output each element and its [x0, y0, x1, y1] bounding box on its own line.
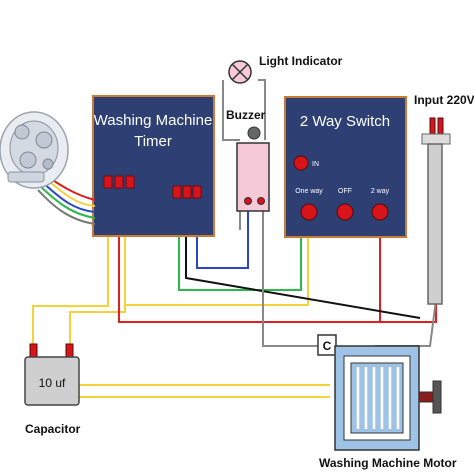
timer-box: Washing Machine Timer: [92, 95, 215, 237]
timer-mechanism-image: [0, 111, 96, 225]
switch-oneway-terminal[interactable]: [300, 203, 318, 221]
input-plug: Input 220V A: [414, 93, 474, 305]
switch-off-label: OFF: [338, 188, 352, 195]
wire-yellow-switch-oneway: [125, 220, 309, 306]
capacitor-terminal[interactable]: [29, 343, 38, 358]
wire-grey-buzzer-down: [262, 210, 320, 347]
buzzer-terminal[interactable]: [257, 197, 265, 205]
switch-in-label: IN: [312, 161, 319, 168]
switch-title: 2 Way Switch: [300, 113, 390, 130]
input-label: Input 220V A: [414, 93, 474, 107]
motor: C Washing Machine Motor: [317, 334, 457, 470]
switch-in-terminal[interactable]: [293, 155, 309, 171]
switch-off-terminal[interactable]: [336, 203, 354, 221]
capacitor: 10 uf Capacitor: [24, 343, 81, 436]
capacitor-value: 10 uf: [39, 376, 66, 390]
light-indicator: Light Indicator: [228, 54, 343, 84]
wire-yellow-timer-mid: [69, 188, 126, 355]
motor-label: Washing Machine Motor: [319, 456, 457, 470]
switch-box: 2 Way Switch IN One way OFF 2 way: [284, 96, 407, 238]
timer-terminal[interactable]: [125, 175, 135, 189]
switch-twoway-terminal[interactable]: [371, 203, 389, 221]
motor-terminal-c: C: [323, 339, 332, 353]
timer-terminal[interactable]: [192, 185, 202, 199]
switch-oneway-label: One way: [295, 188, 323, 195]
buzzer: Buzzer: [226, 108, 270, 212]
wire-red-timer: [118, 188, 381, 323]
capacitor-terminal[interactable]: [65, 343, 74, 358]
switch-twoway-label: 2 way: [371, 188, 390, 195]
motor-fins: [356, 367, 400, 429]
buzzer-terminal[interactable]: [244, 197, 252, 205]
timer-terminal[interactable]: [182, 185, 192, 199]
timer-terminal[interactable]: [172, 185, 182, 199]
light-indicator-label: Light Indicator: [259, 54, 343, 68]
timer-title-line1: Washing Machine: [94, 112, 213, 129]
wire-grey-light-right: [258, 79, 266, 140]
timer-terminal[interactable]: [103, 175, 113, 189]
timer-terminal[interactable]: [114, 175, 124, 189]
capacitor-label: Capacitor: [25, 422, 81, 436]
buzzer-label: Buzzer: [226, 108, 266, 122]
wire-yellow-cap-motor-1: [69, 368, 330, 386]
timer-title-line2: Timer: [134, 133, 172, 150]
wire-grey-light-buzzer: [222, 80, 240, 141]
